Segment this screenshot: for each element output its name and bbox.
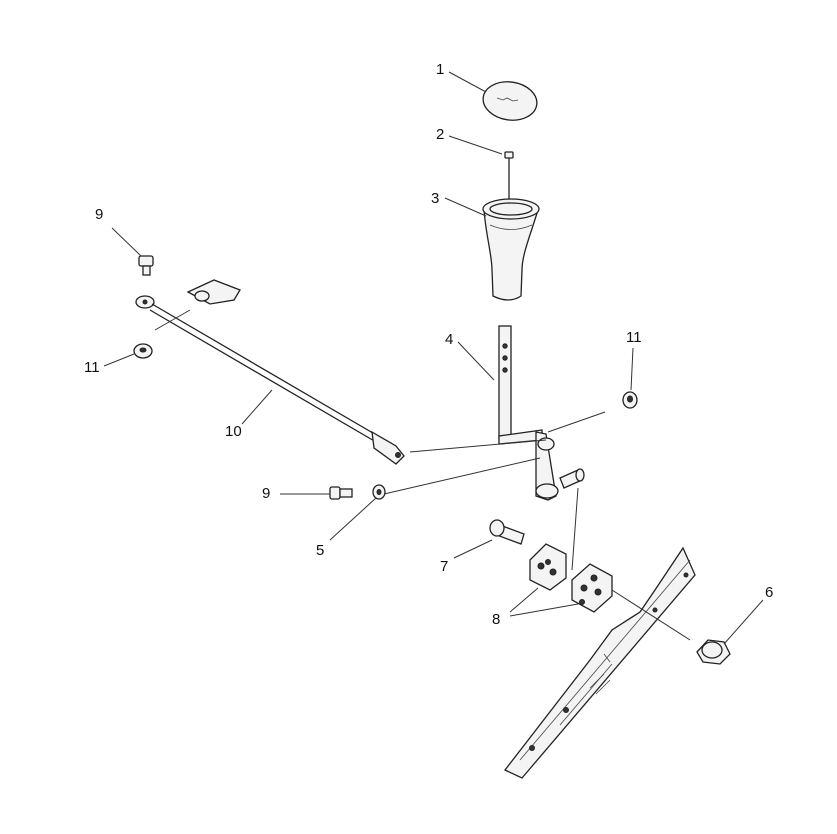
callout-8: 8 (492, 611, 500, 628)
part-knob-cap (482, 81, 538, 121)
callout-4: 4 (445, 331, 453, 348)
part-screw (504, 151, 514, 200)
assembly-lines (154, 309, 691, 641)
part-shift-lever (498, 325, 585, 501)
part-washer (372, 484, 386, 500)
part-knob-body (482, 198, 540, 301)
callout-7: 7 (440, 558, 448, 575)
callout-6: 6 (765, 584, 773, 601)
callout-labels: 1 2 3 4 5 6 7 8 9 9 10 11 11 (84, 61, 773, 628)
part-nut-right (622, 391, 638, 409)
part-nut-left (133, 343, 153, 359)
part-bolt (489, 519, 525, 545)
callout-9-middle: 9 (262, 485, 270, 502)
part-small-bolt-middle (329, 486, 353, 500)
callout-11-right: 11 (626, 329, 642, 346)
callout-11-left: 11 (84, 359, 100, 376)
callout-5: 5 (316, 542, 324, 559)
callout-9-top: 9 (95, 206, 103, 223)
part-frame-rail (503, 546, 696, 779)
leader-lines (103, 71, 764, 645)
part-bracket-right (571, 563, 613, 613)
callout-1: 1 (436, 61, 444, 78)
part-bracket-left (529, 543, 567, 591)
part-linkage-rod (135, 279, 405, 465)
callout-3: 3 (431, 190, 439, 207)
callout-2: 2 (436, 126, 444, 143)
part-nut (696, 639, 731, 665)
part-small-bolt-top (138, 255, 154, 276)
callout-10: 10 (225, 423, 242, 440)
